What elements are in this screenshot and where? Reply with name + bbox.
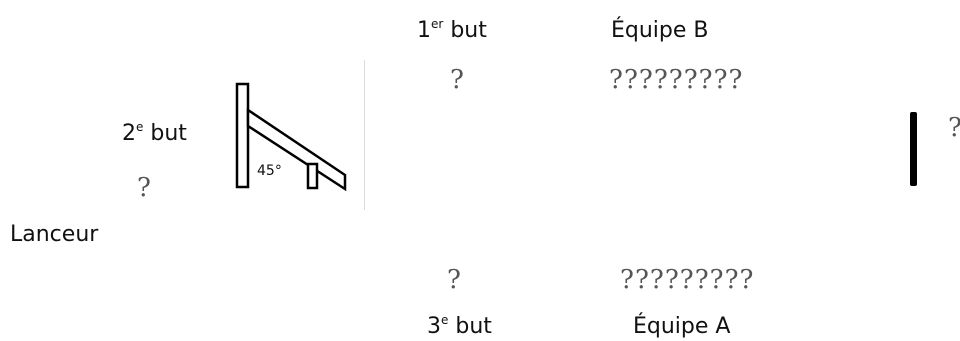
third-base-number: 3 [427, 314, 441, 339]
launch-ramp-icon: 45° [235, 82, 347, 192]
first-base-placeholder: ? [450, 65, 465, 95]
first-base-label: 1er but [417, 17, 487, 43]
third-base-label: 3e but [427, 313, 492, 339]
second-base-number: 2 [122, 121, 136, 146]
team-a-label: Équipe A [633, 314, 731, 339]
third-base-word: but [455, 314, 492, 339]
first-base-superscript: er [431, 17, 444, 31]
ramp-support-leg [306, 162, 319, 190]
ramp-angle-label: 45° [257, 163, 282, 179]
team-b-placeholder: ????????? [609, 65, 744, 95]
second-base-placeholder: ? [137, 173, 152, 203]
second-base-label: 2e but [122, 120, 187, 146]
right-edge-placeholder: ? [948, 115, 960, 141]
third-base-placeholder: ? [447, 265, 462, 295]
first-base-number: 1 [417, 18, 431, 43]
right-edge-bar [910, 112, 917, 186]
third-base-superscript: e [441, 313, 449, 327]
ramp-diagonal-plank [246, 107, 347, 192]
second-base-word: but [150, 121, 187, 146]
ramp-vertical-post [235, 82, 250, 189]
second-base-superscript: e [136, 120, 144, 134]
field-divider-line [364, 60, 365, 210]
team-b-label: Équipe B [611, 18, 709, 43]
team-a-placeholder: ????????? [620, 265, 755, 295]
pitcher-label: Lanceur [10, 222, 99, 247]
first-base-word: but [450, 18, 487, 43]
